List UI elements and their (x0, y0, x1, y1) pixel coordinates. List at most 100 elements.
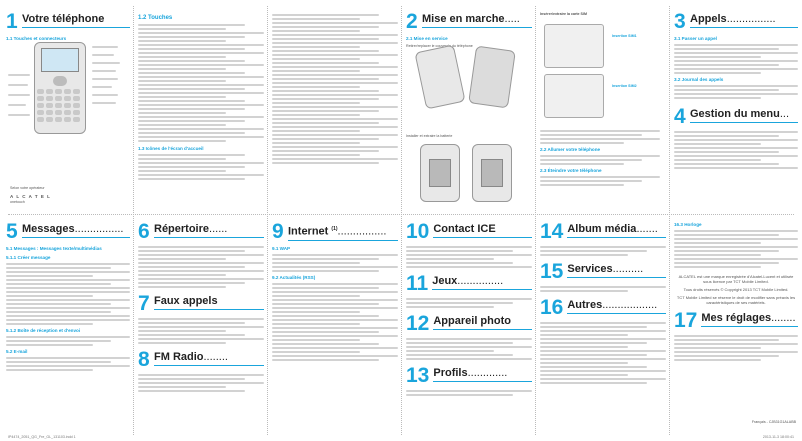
subsection-title: 5.1.2 Boîte de réception et d'envoi (6, 328, 81, 333)
print-slug-left: IP4474_2051_QG_Fre_GL_131103.indd 1 (8, 435, 76, 439)
section-number: 5 (6, 222, 18, 243)
section-number: 7 (138, 292, 150, 315)
section-title: Profils............. (433, 366, 532, 382)
panel-internet: 9 Internet (1)................ 9.1 WAP 9… (272, 222, 398, 427)
section-number: 8 (138, 348, 150, 371)
subsection-title: 5.1 Messages : Messages texte/multimédia… (6, 246, 102, 251)
subsection-title: 3.2 Journal des appels (674, 77, 724, 82)
panel-mes-reglages: 16.3 Horloge ALCATEL est une marque enre… (674, 222, 798, 427)
section-heading: 8 FM Radio........ (138, 348, 264, 371)
section-heading: 5 Messages................ (6, 222, 130, 242)
section-heading: 4 Gestion du menu... (674, 105, 798, 128)
language-code: Français - CJB31G1ALABB (751, 420, 796, 425)
keypad-grid (37, 89, 83, 131)
section-number: 11 (406, 272, 429, 295)
section-heading: 13 Profils............. (406, 365, 532, 386)
section-heading: 11 Jeux............... (406, 272, 532, 295)
section-title: Internet (1)................ (288, 222, 398, 241)
copyright-block: ALCATEL est une marque enregistrée d'Alc… (674, 274, 798, 305)
section-number: 10 (406, 222, 430, 243)
section-title: Autres.................. (567, 298, 666, 314)
section-heading: 12 Appareil photo (406, 312, 532, 335)
section-title: Contact ICE (433, 222, 532, 238)
section-number: 6 (138, 222, 150, 243)
section-title: Faux appels (154, 294, 264, 310)
battery (481, 159, 503, 187)
panel-icons-continued (272, 12, 398, 210)
section-number: 15 (540, 260, 564, 283)
section-title: Messages................ (22, 222, 130, 238)
reservation-notice: TCT Mobile Limited se réserve le droit d… (676, 295, 796, 305)
panel-mise-en-marche: 2 Mise en marche..... 2.1 Mise en servic… (406, 12, 532, 210)
section-heading: 2 Mise en marche..... (406, 12, 532, 32)
section-title: Répertoire...... (154, 222, 264, 238)
section-number: 3 (674, 12, 686, 33)
subsection-title: 2.1 Mise en service (406, 36, 448, 41)
subsection-title: 9.2 Actualités (RSS) (272, 275, 316, 280)
section-number: 1 (6, 12, 18, 33)
subsection-title: 5.1.1 Créer message (6, 255, 51, 260)
subsection-title: 2.2 Allumer votre téléphone (540, 147, 601, 152)
print-slug-right: 2013-11-3 18:00:41 (762, 435, 794, 439)
subsection-title: 1.3 Icônes de l'écran d'accueil (138, 146, 204, 151)
instruction-label: Installer et extraire la batterie (406, 134, 453, 138)
section-heading: 17 Mes réglages........ (674, 309, 798, 332)
key-list (138, 24, 264, 142)
panel-contact-ice: 10 Contact ICE 11 Jeux............... 12… (406, 222, 532, 427)
section-number: 9 (272, 222, 284, 243)
section-title: Appareil photo (433, 314, 532, 330)
section-title: Mise en marche..... (422, 12, 532, 28)
section-title: Services.......... (567, 262, 666, 278)
sim-label: Insertion SIM1 (612, 34, 637, 38)
copyright-notice: Tous droits réservés © Copyright 2013 TC… (683, 287, 789, 292)
callout-lines-left (8, 72, 34, 118)
footnote: Selon votre opérateur (10, 186, 45, 190)
section-title: Gestion du menu... (690, 107, 798, 123)
row-separator (8, 214, 794, 215)
section-title: Votre téléphone (22, 12, 130, 28)
panel-repertoire: 6 Répertoire...... 7 Faux appels 8 FM Ra… (138, 222, 264, 427)
column-separator (267, 6, 268, 435)
section-heading: 15 Services.......... (540, 260, 666, 283)
panel-messages: 5 Messages................ 5.1 Messages … (6, 222, 130, 427)
battery (429, 159, 451, 187)
section-heading: 9 Internet (1)................ (272, 222, 398, 242)
subsection-title: 9.1 WAP (272, 246, 291, 251)
section-heading: 3 Appels................ (674, 12, 798, 32)
section-heading: 7 Faux appels (138, 292, 264, 315)
panel-touches: 1.2 Touches 1.3 Icônes de l'écran d'accu… (138, 12, 264, 210)
sim-illustration (544, 74, 604, 118)
subsection-title: 16.3 Horloge (674, 222, 702, 227)
section-title: Mes réglages........ (701, 311, 798, 327)
section-heading: 14 Album média....... (540, 222, 666, 242)
phone-cover-illustration (468, 45, 516, 109)
panel-sim: Insérer/extraire la carte SIM Insertion … (540, 12, 666, 210)
instruction-label: Insérer/extraire la carte SIM (540, 12, 587, 16)
section-heading: 10 Contact ICE (406, 222, 532, 242)
brand-subtitle: onetouch (10, 200, 25, 204)
panel-appels: 3 Appels................ 3.1 Passer un a… (674, 12, 798, 210)
section-number: 4 (674, 105, 686, 128)
section-number: 16 (540, 296, 564, 319)
section-number: 17 (674, 309, 698, 332)
section-heading: 6 Répertoire...... (138, 222, 264, 242)
trademark-notice: ALCATEL est une marque enregistrée d'Alc… (678, 274, 794, 284)
section-heading: 16 Autres.................. (540, 296, 666, 319)
subsection-title: 1.1 Touches et connecteurs (6, 36, 67, 41)
section-number: 2 (406, 12, 418, 33)
callout-lines-right (92, 44, 122, 106)
phone-screen (41, 48, 79, 72)
sim-label: Insertion SIM2 (612, 84, 637, 88)
sim-illustration (544, 24, 604, 68)
section-number: 12 (406, 312, 430, 335)
alcatel-logo: A L C A T E L (10, 194, 51, 199)
column-separator (669, 6, 670, 435)
column-separator (535, 6, 536, 435)
battery-illustration (420, 144, 460, 202)
battery-illustration (472, 144, 512, 202)
phone-cover-illustration (414, 44, 466, 110)
section-title: Appels................ (690, 12, 798, 28)
subsection-title: 5.2 E-mail (6, 349, 28, 354)
section-title: Album média....... (567, 222, 666, 238)
subsection-title: 3.1 Passer un appel (674, 36, 717, 41)
